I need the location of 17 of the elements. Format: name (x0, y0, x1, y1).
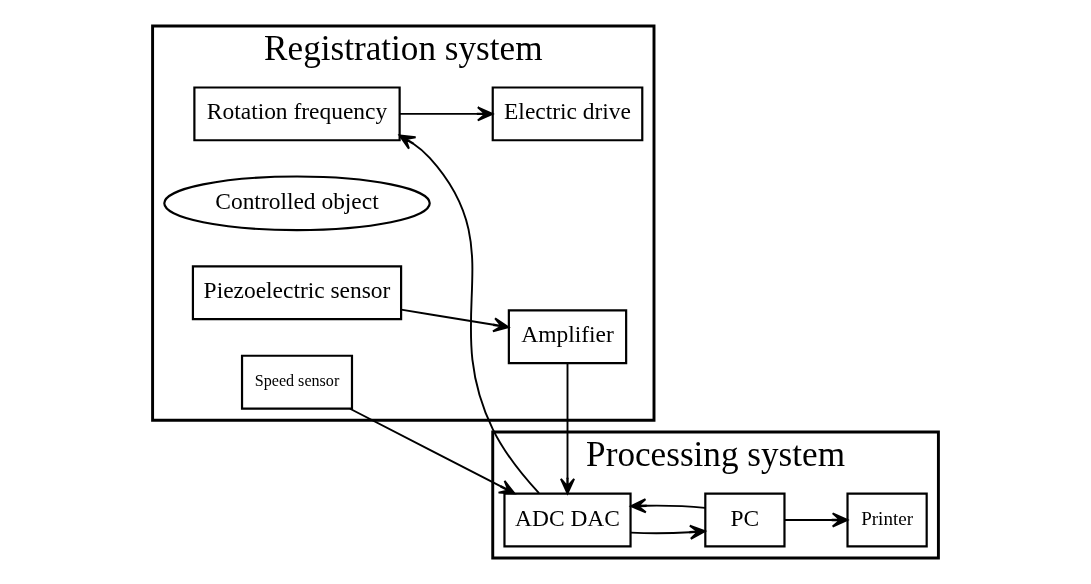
node-box: ADC DAC (503, 492, 632, 548)
node-box: PC (704, 492, 786, 548)
arrow (630, 498, 706, 514)
node-ellipse: Controlled object (163, 175, 431, 232)
arrow (398, 134, 540, 495)
arrow (559, 362, 576, 495)
node-box: Printer (846, 492, 928, 548)
node-box: Rotation frequency (193, 86, 401, 142)
arrow (349, 407, 516, 495)
node-box: Electric drive (491, 86, 644, 142)
arrow (399, 106, 494, 122)
arrow (783, 512, 849, 528)
node-box: Piezoelectric sensor (191, 265, 403, 321)
node-box: Speed sensor (240, 354, 354, 410)
arrow (630, 524, 706, 540)
arrow (400, 308, 510, 333)
node-box: Amplifier (507, 309, 628, 365)
